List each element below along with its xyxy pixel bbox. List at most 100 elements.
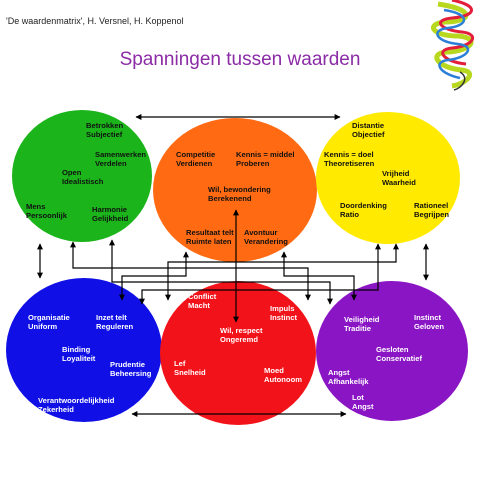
blue-label-4-line-2: Beheersing (110, 369, 152, 378)
yellow-label-4-line-2: Ratio (340, 210, 359, 219)
diagram-title: Spanningen tussen waarden (119, 49, 361, 70)
arrow-orange-purple (281, 251, 357, 301)
purple-label-5-line-2: Angst (352, 402, 374, 411)
green-label-4-line-2: Persoonlijk (26, 211, 68, 220)
orange-label-1-line-2: Verdienen (176, 159, 213, 168)
purple-label-3-line-1: Gesloten (376, 345, 409, 354)
green-label-3-line-2: Idealistisch (62, 177, 104, 186)
red-label-2-line-2: Instinct (270, 313, 297, 322)
orange-label-5-line-1: Avontuur (244, 228, 278, 237)
yellow-label-3-line-1: Vrijheid (382, 169, 410, 178)
orange-label-1-line-1: Competitie (176, 150, 215, 159)
yellow-label-2-line-2: Theoretiseren (324, 159, 375, 168)
red-label-4-line-1: Lef (174, 359, 186, 368)
blue-label-2-line-2: Reguleren (96, 322, 133, 331)
blue-label-3-line-1: Binding (62, 345, 91, 354)
red-label-1-line-2: Macht (188, 301, 210, 310)
green-label-2-line-2: Verdelen (95, 159, 127, 168)
yellow-label-5-line-1: Rationeel (414, 201, 448, 210)
orange-label-4-line-1: Resultaat telt (186, 228, 234, 237)
purple-label-1-line-2: Traditie (344, 324, 371, 333)
blue-label-2-line-1: Inzet telt (96, 313, 127, 322)
purple-label-2-line-2: Geloven (414, 322, 444, 331)
yellow-label-3-line-2: Waarheid (382, 178, 416, 187)
green-label-2-line-1: Samenwerken (95, 150, 146, 159)
green-label-1-line-2: Subjectief (86, 130, 123, 139)
green-label-5-line-1: Harmonie (92, 205, 127, 214)
orange-label-5-line-2: Verandering (244, 237, 288, 246)
purple-label-5-line-1: Lot (352, 393, 364, 402)
red-label-5-line-1: Moed (264, 366, 284, 375)
orange-label-4-line-2: Ruimte laten (186, 237, 232, 246)
purple-label-4-line-2: Afhankelijk (328, 377, 369, 386)
yellow-label-4-line-1: Doordenking (340, 201, 387, 210)
yellow-value-circle (316, 112, 460, 244)
green-value-circle (12, 110, 152, 242)
orange-label-2-line-2: Proberen (236, 159, 270, 168)
purple-value-circle (316, 281, 468, 421)
blue-label-4-line-1: Prudentie (110, 360, 145, 369)
blue-label-3-line-2: Loyaliteit (62, 354, 96, 363)
ribbon-decoration (430, 0, 475, 91)
blue-label-5-line-1: Verantwoordelijkheid (38, 396, 115, 405)
yellow-label-2-line-1: Kennis = doel (324, 150, 374, 159)
orange-label-3-line-1: Wil, bewondering (208, 185, 271, 194)
green-label-3-line-1: Open (62, 168, 82, 177)
tension-arrows (37, 114, 429, 417)
yellow-label-5-line-2: Begrijpen (414, 210, 449, 219)
purple-label-4-line-1: Angst (328, 368, 350, 377)
blue-value-circle (6, 278, 162, 422)
red-label-4-line-2: Snelheid (174, 368, 206, 377)
red-label-2-line-1: Impuls (270, 304, 294, 313)
red-label-3-line-2: Ongeremd (220, 335, 258, 344)
red-label-5-line-2: Autonoom (264, 375, 302, 384)
purple-label-3-line-2: Conservatief (376, 354, 422, 363)
yellow-label-1-line-2: Objectief (352, 130, 385, 139)
yellow-label-1-line-1: Distantie (352, 121, 384, 130)
orange-value-circle (153, 118, 317, 262)
purple-label-1-line-1: Veiligheid (344, 315, 380, 324)
red-label-1-line-1: Conflict (188, 292, 217, 301)
blue-label-1-line-2: Uniform (28, 322, 57, 331)
red-label-3-line-1: Wil, respect (220, 326, 263, 335)
blue-label-5-line-2: Zekerheid (38, 405, 74, 414)
green-label-4-line-1: Mens (26, 202, 45, 211)
blue-label-1-line-1: Organisatie (28, 313, 70, 322)
source-citation: 'De waardenmatrix', H. Versnel, H. Koppe… (6, 16, 184, 26)
red-value-circle (160, 281, 316, 425)
purple-label-2-line-1: Instinct (414, 313, 441, 322)
green-label-5-line-2: Gelijkheid (92, 214, 129, 223)
green-label-1-line-1: Betrokken (86, 121, 123, 130)
